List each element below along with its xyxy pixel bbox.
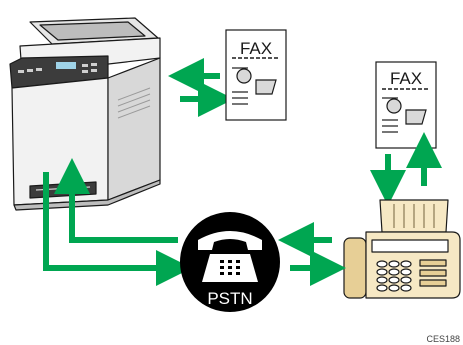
fax-document-icon [225, 29, 287, 121]
figure-code: CES188 [426, 334, 460, 344]
fax-doc-right-label: FAX [390, 69, 422, 88]
telephone-icon [180, 212, 280, 312]
pstn-to-printer-line [54, 158, 178, 243]
fax-doc-left-label: FAX [240, 39, 272, 58]
pstn-label: PSTN [207, 289, 252, 308]
fax-machine-icon [343, 199, 461, 299]
printer-to-pstn-line [43, 172, 192, 286]
multifunction-printer-icon [9, 17, 161, 211]
